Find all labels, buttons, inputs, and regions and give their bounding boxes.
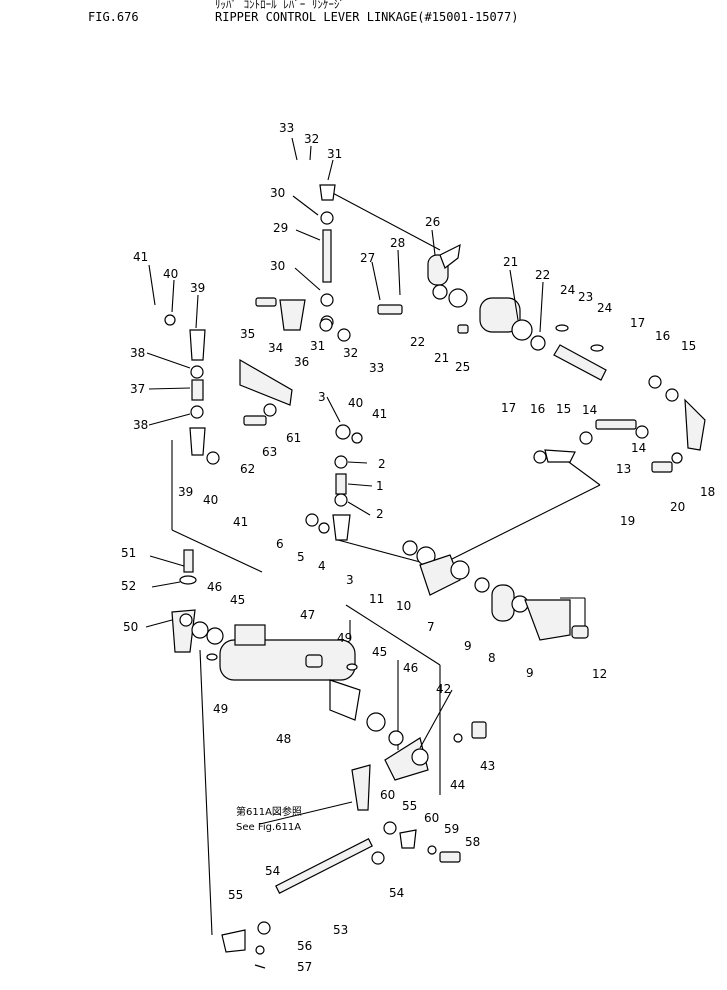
callout-14: 14 bbox=[582, 403, 597, 417]
callout-37: 37 bbox=[130, 382, 145, 396]
callout-31: 31 bbox=[310, 339, 325, 353]
callout-49: 49 bbox=[213, 702, 228, 716]
callout-27: 27 bbox=[360, 251, 375, 265]
callout-33: 33 bbox=[279, 121, 294, 135]
callout-17: 17 bbox=[501, 401, 516, 415]
callout-53: 53 bbox=[333, 923, 348, 937]
callout-63: 63 bbox=[262, 445, 277, 459]
callout-15: 15 bbox=[681, 339, 696, 353]
callout-3: 3 bbox=[318, 390, 326, 404]
callout-29: 29 bbox=[273, 221, 288, 235]
callout-1: 1 bbox=[376, 479, 384, 493]
callout-52: 52 bbox=[121, 579, 136, 593]
callout-44: 44 bbox=[450, 778, 465, 792]
callout-19: 19 bbox=[620, 514, 635, 528]
callout-16: 16 bbox=[530, 402, 545, 416]
callout-42: 42 bbox=[436, 682, 451, 696]
callout-57: 57 bbox=[297, 960, 312, 974]
callout-20: 20 bbox=[670, 500, 685, 514]
callout-59: 59 bbox=[444, 822, 459, 836]
callout-32: 32 bbox=[304, 132, 319, 146]
callout-51: 51 bbox=[121, 546, 136, 560]
reference-note-japanese: 第611A図参照 bbox=[236, 805, 302, 818]
callout-49: 49 bbox=[337, 631, 352, 645]
callout-26: 26 bbox=[425, 215, 440, 229]
callout-60: 60 bbox=[424, 811, 439, 825]
callout-39: 39 bbox=[178, 485, 193, 499]
callout-13: 13 bbox=[616, 462, 631, 476]
callout-40: 40 bbox=[348, 396, 363, 410]
callout-24: 24 bbox=[597, 301, 612, 315]
reference-note: See Fig.611A bbox=[236, 822, 301, 833]
callout-10: 10 bbox=[396, 599, 411, 613]
callout-40: 40 bbox=[203, 493, 218, 507]
callout-18: 18 bbox=[700, 485, 715, 499]
part-shapes bbox=[164, 184, 706, 969]
callout-46: 46 bbox=[207, 580, 222, 594]
callout-40: 40 bbox=[163, 267, 178, 281]
callout-25: 25 bbox=[455, 360, 470, 374]
callout-5: 5 bbox=[297, 550, 305, 564]
callout-50: 50 bbox=[123, 620, 138, 634]
callout-2: 2 bbox=[376, 507, 384, 521]
callout-9: 9 bbox=[464, 639, 472, 653]
callout-12: 12 bbox=[592, 667, 607, 681]
callout-22: 22 bbox=[535, 268, 550, 282]
callout-38: 38 bbox=[133, 418, 148, 432]
callout-55: 55 bbox=[228, 888, 243, 902]
callout-39: 39 bbox=[190, 281, 205, 295]
callout-31: 31 bbox=[327, 147, 342, 161]
callout-32: 32 bbox=[343, 346, 358, 360]
callout-34: 34 bbox=[268, 341, 283, 355]
callout-30: 30 bbox=[270, 259, 285, 273]
callout-41: 41 bbox=[372, 407, 387, 421]
callout-61: 61 bbox=[286, 431, 301, 445]
callout-14: 14 bbox=[631, 441, 646, 455]
callout-15: 15 bbox=[556, 402, 571, 416]
callout-45: 45 bbox=[372, 645, 387, 659]
callout-62: 62 bbox=[240, 462, 255, 476]
callout-36: 36 bbox=[294, 355, 309, 369]
callout-28: 28 bbox=[390, 236, 405, 250]
callout-23: 23 bbox=[578, 290, 593, 304]
callout-38: 38 bbox=[130, 346, 145, 360]
callout-6: 6 bbox=[276, 537, 284, 551]
callout-24: 24 bbox=[560, 283, 575, 297]
callout-9: 9 bbox=[526, 666, 534, 680]
callout-54: 54 bbox=[389, 886, 404, 900]
callout-55: 55 bbox=[402, 799, 417, 813]
callout-43: 43 bbox=[480, 759, 495, 773]
callout-22: 22 bbox=[410, 335, 425, 349]
callout-41: 41 bbox=[133, 250, 148, 264]
callout-3: 3 bbox=[346, 573, 354, 587]
title-japanese: ﾘｯﾊﾟ ｺﾝﾄﾛｰﾙ ﾚﾊﾞｰ ﾘﾝｹｰｼﾞ bbox=[215, 0, 345, 11]
callout-45: 45 bbox=[230, 593, 245, 607]
callout-11: 11 bbox=[369, 592, 384, 606]
figure-number: FIG.676 bbox=[88, 10, 139, 24]
callout-46: 46 bbox=[403, 661, 418, 675]
callout-33: 33 bbox=[369, 361, 384, 375]
callout-58: 58 bbox=[465, 835, 480, 849]
callout-41: 41 bbox=[233, 515, 248, 529]
callout-60: 60 bbox=[380, 788, 395, 802]
callout-21: 21 bbox=[434, 351, 449, 365]
callout-47: 47 bbox=[300, 608, 315, 622]
callout-21: 21 bbox=[503, 255, 518, 269]
callout-48: 48 bbox=[276, 732, 291, 746]
callout-4: 4 bbox=[318, 559, 326, 573]
callout-54: 54 bbox=[265, 864, 280, 878]
callout-35: 35 bbox=[240, 327, 255, 341]
callout-8: 8 bbox=[488, 651, 496, 665]
callout-2: 2 bbox=[378, 457, 386, 471]
callout-17: 17 bbox=[630, 316, 645, 330]
callout-7: 7 bbox=[427, 620, 435, 634]
callout-16: 16 bbox=[655, 329, 670, 343]
callout-30: 30 bbox=[270, 186, 285, 200]
callout-leaders bbox=[145, 137, 544, 825]
figure-title: RIPPER CONTROL LEVER LINKAGE(#15001-1507… bbox=[215, 10, 519, 24]
callout-56: 56 bbox=[297, 939, 312, 953]
